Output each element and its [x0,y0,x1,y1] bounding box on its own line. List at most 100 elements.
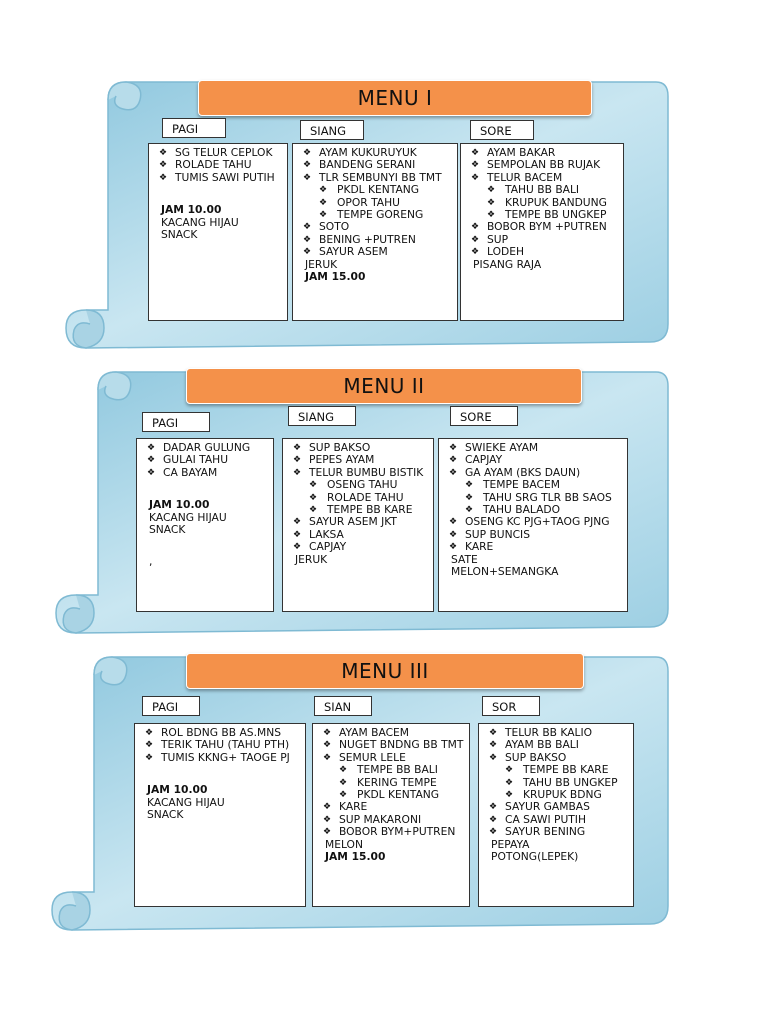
menu-item: ❖DADAR GULUNG [143,441,269,454]
menu-title-banner: MENU III [186,653,584,689]
menu-item-text: ROLADE TAHU [175,158,252,172]
diamond-bullet-icon: ❖ [449,467,458,478]
menu-item: ❖AYAM KUKURUYUK [299,146,453,159]
menu-item-text: BOBOR BYM +PUTREN [487,220,607,234]
tab-siang: SIAN [314,696,372,716]
menu-item: ❖OSENG KC PJG+TAOG PJNG [445,516,623,528]
menu-note: KACANG HIJAU [147,795,225,809]
menu-item: ❖CA BAYAM [143,465,269,479]
menu-item-text: SOTO [319,220,350,234]
menu-item: ❖SAYUR GAMBAS [485,801,629,813]
menu-subitem: ❖KRUPUK BANDUNG [467,196,619,209]
diamond-bullet-icon: ❖ [339,765,348,776]
menu-item-text: OPOR TAHU [337,195,400,209]
time-label: JAM 10.00 [149,498,210,512]
diamond-bullet-icon: ❖ [293,542,302,553]
menu-note: PEPAYA [491,837,530,851]
diamond-bullet-icon: ❖ [145,752,154,763]
menu-subitem: ❖OSENG TAHU [289,479,429,491]
menu-item: ❖SEMUR LELE [319,751,465,764]
menu-item: ❖TELUR BACEM [467,171,619,184]
menu-item-text: CA SAWI PUTIH [505,812,586,826]
menu-item-text: SEMPOLAN BB RUJAK [487,158,601,172]
diamond-bullet-icon: ❖ [323,728,332,738]
menu-subitem: ❖TEMPE BB KARE [485,764,629,776]
menu-item: ❖PEPES AYAM [289,454,429,466]
diamond-bullet-icon: ❖ [449,455,458,466]
menu-subitem: ❖PKDL KENTANG [319,788,465,802]
menu-item-text: CAPJAY [309,540,347,554]
diamond-bullet-icon: ❖ [449,443,458,453]
menu-item: ❖ CA SAWI PUTIH [485,812,629,826]
diamond-bullet-icon: ❖ [293,467,302,478]
menu-subitem: ❖OPOR TAHU [299,195,453,209]
menu-item: ❖ CAPJAY [289,541,429,553]
menu-item: ❖TLR SEMBUNYI BB TMT [299,171,453,184]
diamond-bullet-icon: ❖ [489,752,498,763]
menu-item-text: CA BAYAM [163,465,218,479]
menu-item-text: TELUR BB KALIO [505,726,593,739]
menu-item: ❖ AYAM BACEM [319,726,465,739]
menu-note: , [149,555,153,569]
diamond-bullet-icon: ❖ [489,814,498,825]
tab-pagi: PAGI [162,118,226,138]
menu-note: POTONG(LEPEK) [491,850,579,864]
menu-item-text: PKDL KENTANG [337,183,420,197]
menu-item-text: LODEH [487,245,525,259]
menu-item-text: SUP BAKSO [309,441,371,454]
diamond-bullet-icon: ❖ [489,728,498,738]
time-label: JAM 15.00 [305,270,366,284]
menu-item: ❖SEMPOLAN BB RUJAK [467,159,619,171]
menu-item-text: KARE [465,540,494,554]
menu-item-text: SAYUR ASEM JKT [309,515,397,529]
menu-title-banner: MENU II [186,368,582,404]
diamond-bullet-icon: ❖ [505,777,514,788]
menu-note: KACANG HIJAU [161,215,239,229]
menu-item: ❖SUP [467,233,619,246]
spacer [143,536,269,556]
menu-item: ❖ TUMIS KKNG+ TAOGE PJ [141,750,301,764]
menu-item: ❖ROL BDNG BB AS.MNS [141,726,301,739]
diamond-bullet-icon: ❖ [303,234,312,245]
diamond-bullet-icon: ❖ [465,480,474,491]
diamond-bullet-icon: ❖ [323,802,332,813]
menu-item: ❖ SAYUR ASEM JKT [289,516,429,528]
menu-item-text: TAHU SRG TLR BB SAOS [483,490,612,504]
menu-box-sore: ❖TELUR BB KALIO❖AYAM BB BALI❖SUP BAKSO❖T… [478,723,634,907]
menu-box-sore: ❖SWIEKE AYAM❖CAPJAY❖GA AYAM (BKS DAUN)❖T… [438,438,628,612]
diamond-bullet-icon: ❖ [487,197,496,208]
menu-item-text: GULAI TAHU [163,453,229,467]
menu-box-pagi: ❖DADAR GULUNG❖ GULAI TAHU❖CA BAYAM JAM 10.… [136,438,274,612]
diamond-bullet-icon: ❖ [147,455,156,466]
diamond-bullet-icon: ❖ [449,529,458,540]
menu-item: ❖ ROLADE TAHU [155,159,283,171]
diamond-bullet-icon: ❖ [471,247,480,258]
menu-item-text: TUMIS SAWI PUTIH [175,170,275,184]
diamond-bullet-icon: ❖ [319,210,328,221]
menu-item-text: AYAM BAKAR [487,146,556,159]
menu-subitem: ❖TAHU SRG TLR BB SAOS [445,490,623,504]
menu-item: ❖GA AYAM (BKS DAUN) [445,466,623,479]
menu-subitem: ❖TAHU BB UNGKEP [485,776,629,789]
diamond-bullet-icon: ❖ [319,185,328,196]
menu-item: ❖SG TELUR CEPLOK [155,146,283,159]
menu-subitem: ❖KRUPUK BDNG [485,788,629,801]
spacer [155,184,283,204]
menu-item-text: BOBOR BYM+PUTREN [339,825,456,839]
menu-note: SNACK [147,808,184,822]
menu-subitem: ❖TEMPE BB BALI [319,764,465,776]
menu-item-text: BENING +PUTREN [319,232,416,246]
diamond-bullet-icon: ❖ [145,740,154,751]
menu-item-text: SAYUR GAMBAS [505,800,590,814]
diamond-bullet-icon: ❖ [323,740,332,751]
menu-item-text: AYAM BACEM [339,726,409,739]
menu-box-siang: ❖AYAM BACEM❖NUGET BNDNG BB TMT❖SEMUR LEL… [312,723,470,907]
menu-item: ❖LAKSA [289,528,429,541]
menu-item-text: TUMIS KKNG+ TAOGE PJ [161,750,290,764]
diamond-bullet-icon: ❖ [471,148,480,158]
diamond-bullet-icon: ❖ [159,160,168,171]
diamond-bullet-icon: ❖ [505,790,514,801]
menu-item-text: PKDL KENTANG [357,788,440,802]
diamond-bullet-icon: ❖ [293,517,302,528]
